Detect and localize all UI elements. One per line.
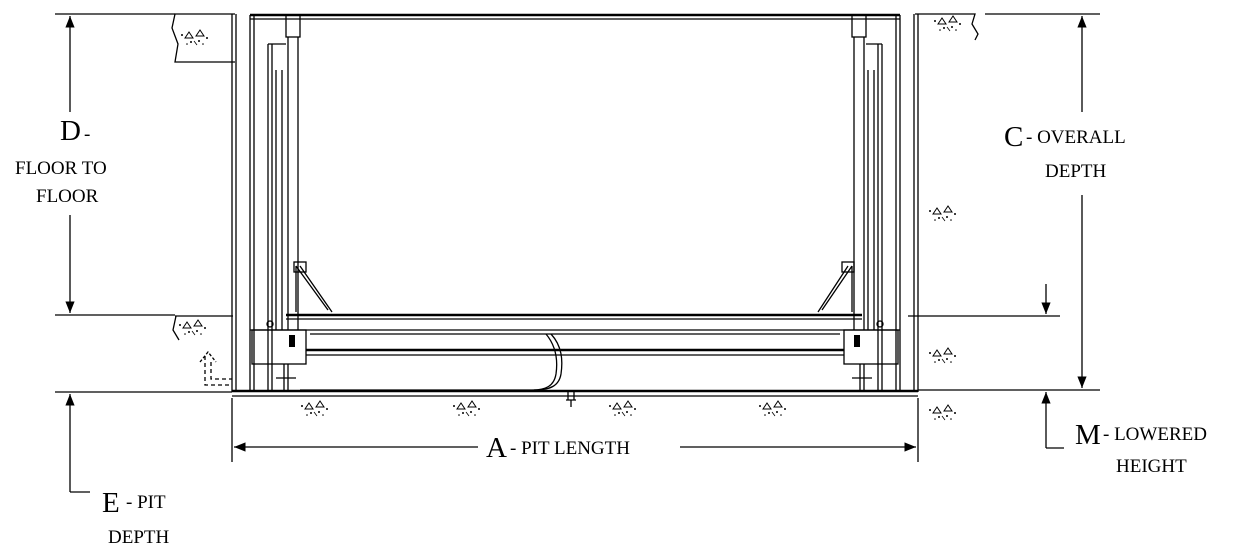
dim-a-letter: A bbox=[486, 432, 507, 464]
dimension-d: D - FLOOR TO FLOOR bbox=[15, 13, 175, 316]
dim-m-line1: - LOWERED bbox=[1103, 424, 1207, 445]
dim-e-line1: - PIT bbox=[126, 492, 166, 513]
base-frame bbox=[199, 320, 899, 407]
dim-d-letter: D bbox=[60, 115, 81, 147]
dim-d-dash: - bbox=[84, 124, 90, 145]
dimension-a: A - PIT LENGTH bbox=[231, 398, 919, 464]
dim-a-text: - PIT LENGTH bbox=[510, 438, 630, 459]
dim-d-line1: FLOOR TO bbox=[15, 158, 107, 179]
upper-floor-right bbox=[915, 13, 979, 41]
dimension-e: E - PIT DEPTH bbox=[55, 391, 232, 548]
pit-wall-aggregate bbox=[300, 205, 957, 421]
lower-floor-left bbox=[172, 315, 233, 341]
pit-outline bbox=[231, 14, 919, 397]
dim-m-line2: HEIGHT bbox=[1116, 456, 1187, 477]
dim-c-letter: C bbox=[1004, 121, 1023, 153]
lift-frame bbox=[249, 13, 901, 392]
dimension-c: C - OVERALL DEPTH bbox=[918, 13, 1126, 391]
dim-d-line2: FLOOR bbox=[36, 186, 99, 207]
dim-e-line2: DEPTH bbox=[108, 527, 170, 548]
platform bbox=[250, 261, 900, 335]
dimension-m: M - LOWERED HEIGHT bbox=[908, 284, 1207, 477]
dim-c-line1: - OVERALL bbox=[1026, 127, 1126, 148]
dim-e-letter: E bbox=[102, 487, 120, 519]
dim-c-line2: DEPTH bbox=[1045, 161, 1107, 182]
upper-floor-left bbox=[171, 13, 235, 63]
dim-m-letter: M bbox=[1075, 419, 1101, 451]
